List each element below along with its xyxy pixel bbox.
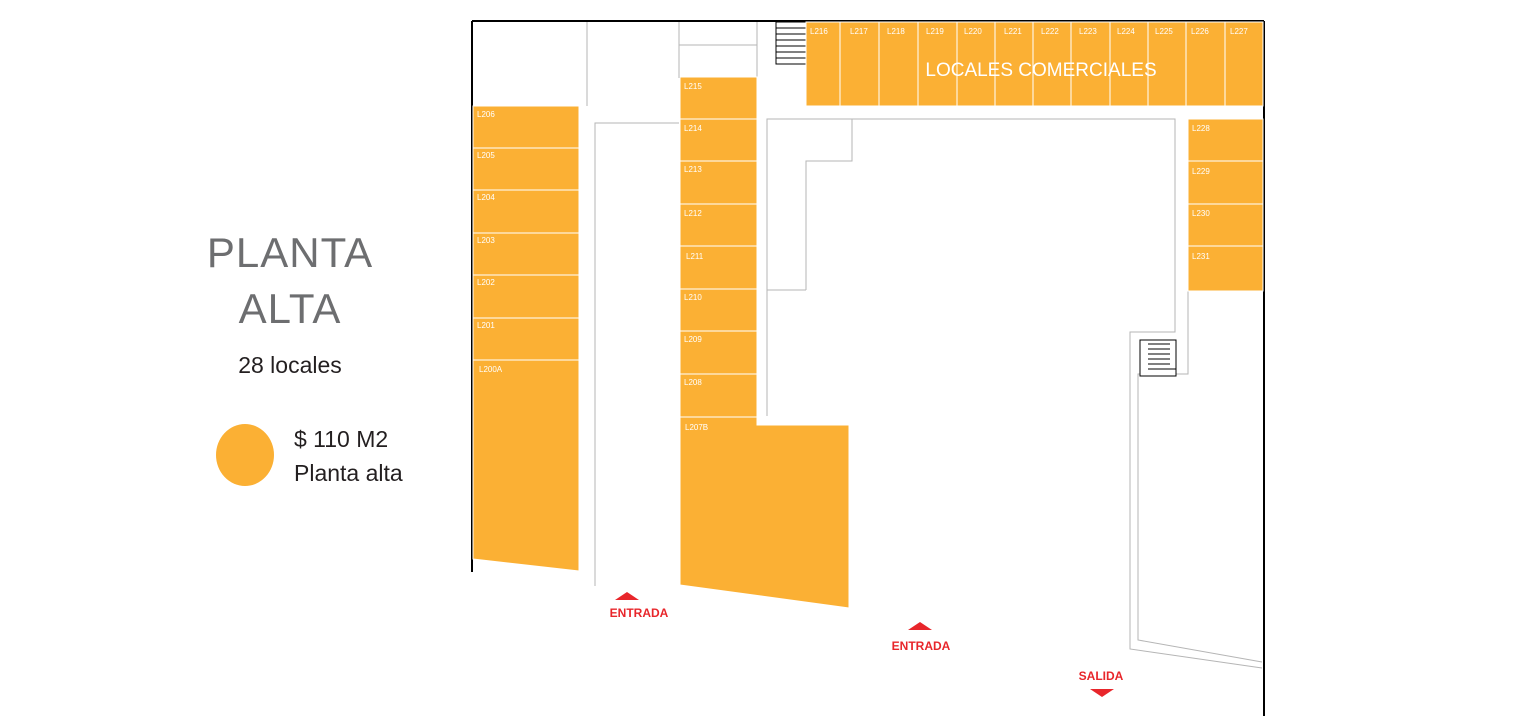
unit-L216: [805, 21, 841, 107]
label-L227: L227: [1230, 27, 1248, 36]
legend-swatch: [216, 424, 274, 486]
label-L217: L217: [850, 27, 868, 36]
entrance-label-2: ENTRADA: [892, 639, 951, 653]
page-title-line-1: PLANTA: [206, 229, 374, 276]
label-L221: L221: [1004, 27, 1022, 36]
label-L207B: L207B: [685, 423, 708, 432]
unit-L205: [472, 147, 580, 191]
unit-L217: [839, 21, 880, 107]
stairs-top: [775, 21, 807, 65]
unit-L230: [1187, 203, 1264, 247]
label-L206: L206: [477, 110, 495, 119]
label-L214: L214: [684, 124, 702, 133]
right-column-units: [1187, 118, 1264, 292]
unit-L204: [472, 189, 580, 234]
unit-L221: [994, 21, 1034, 107]
label-L216: L216: [810, 27, 828, 36]
label-L220: L220: [964, 27, 982, 36]
corridor-lines: [586, 22, 1263, 669]
label-L204: L204: [477, 193, 495, 202]
entrance-marker-2: ENTRADA: [892, 622, 951, 653]
label-L211: L211: [686, 252, 704, 261]
label-L212: L212: [684, 209, 702, 218]
unit-L206: [472, 105, 580, 149]
top-row-units: [805, 21, 1264, 107]
unit-L215: [679, 76, 758, 120]
legend-label: Planta alta: [294, 460, 403, 486]
label-L230: L230: [1192, 209, 1210, 218]
unit-L210: [679, 288, 758, 332]
area-label-locales-comerciales: LOCALES COMERCIALES: [925, 60, 1156, 81]
unit-L226: [1185, 21, 1226, 107]
label-L203: L203: [477, 236, 495, 245]
unit-L207B: [679, 416, 850, 609]
up-arrow-icon: [615, 592, 639, 600]
unit-L214: [679, 118, 758, 162]
label-L208: L208: [684, 378, 702, 387]
unit-L200A: [472, 359, 580, 572]
page-title-line-2: ALTA: [238, 285, 342, 332]
label-L222: L222: [1041, 27, 1059, 36]
unit-labels: L216 L217 L218 L219 L220 L221 L222 L223 …: [477, 27, 1248, 432]
label-L201: L201: [477, 321, 495, 330]
label-L218: L218: [887, 27, 905, 36]
legend-price: $ 110 M2: [294, 426, 389, 452]
label-L224: L224: [1117, 27, 1135, 36]
units-count: 28 locales: [238, 352, 342, 378]
unit-L229: [1187, 160, 1264, 205]
unit-L222: [1032, 21, 1072, 107]
unit-L203: [472, 232, 580, 276]
label-L231: L231: [1192, 252, 1210, 261]
label-L225: L225: [1155, 27, 1173, 36]
label-L219: L219: [926, 27, 944, 36]
label-L202: L202: [477, 278, 495, 287]
unit-L201: [472, 317, 580, 361]
unit-L231: [1187, 245, 1264, 292]
entrance-label-1: ENTRADA: [610, 606, 669, 620]
left-column-units: [472, 105, 580, 572]
label-L210: L210: [684, 293, 702, 302]
label-L200A: L200A: [479, 365, 503, 374]
unit-L202: [472, 274, 580, 319]
stairs-right: [1139, 339, 1177, 377]
up-arrow-icon: [908, 622, 932, 630]
unit-L223: [1070, 21, 1111, 107]
unit-L224: [1109, 21, 1149, 107]
label-L209: L209: [684, 335, 702, 344]
outer-walls: [471, 20, 1265, 716]
middle-column-units: [679, 76, 850, 609]
unit-L218: [878, 21, 919, 107]
label-L228: L228: [1192, 124, 1210, 133]
unit-L209: [679, 330, 758, 375]
label-L205: L205: [477, 151, 495, 160]
label-L223: L223: [1079, 27, 1097, 36]
unit-L220: [956, 21, 996, 107]
exit-label: SALIDA: [1079, 669, 1124, 683]
down-arrow-icon: [1090, 689, 1114, 697]
unit-L227: [1224, 21, 1264, 107]
unit-L212: [679, 203, 758, 247]
label-L226: L226: [1191, 27, 1209, 36]
exit-marker: SALIDA: [1079, 669, 1124, 697]
entrance-marker-1: ENTRADA: [610, 592, 669, 620]
unit-L213: [679, 160, 758, 205]
label-L215: L215: [684, 82, 702, 91]
label-L229: L229: [1192, 167, 1210, 176]
unit-L219: [917, 21, 958, 107]
unit-L208: [679, 373, 758, 418]
label-L213: L213: [684, 165, 702, 174]
